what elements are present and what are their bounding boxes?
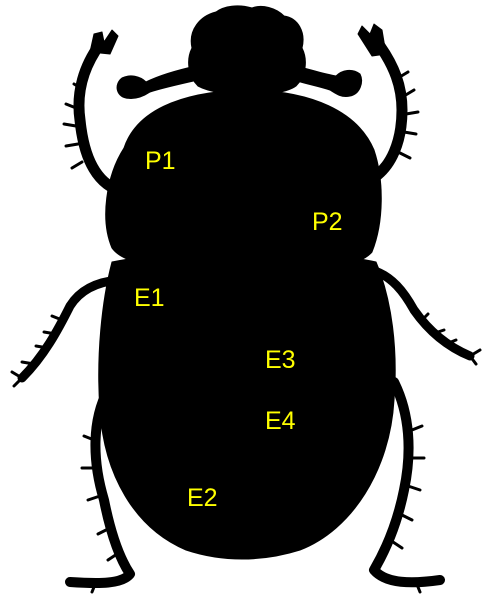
label-e2: E2 [187, 484, 218, 512]
head [189, 6, 306, 95]
label-e3: E3 [265, 346, 296, 374]
label-e4: E4 [265, 407, 296, 435]
label-p2: P2 [312, 208, 343, 236]
label-e1: E1 [134, 284, 165, 312]
label-p1: P1 [145, 147, 176, 175]
pronotum [106, 90, 382, 268]
